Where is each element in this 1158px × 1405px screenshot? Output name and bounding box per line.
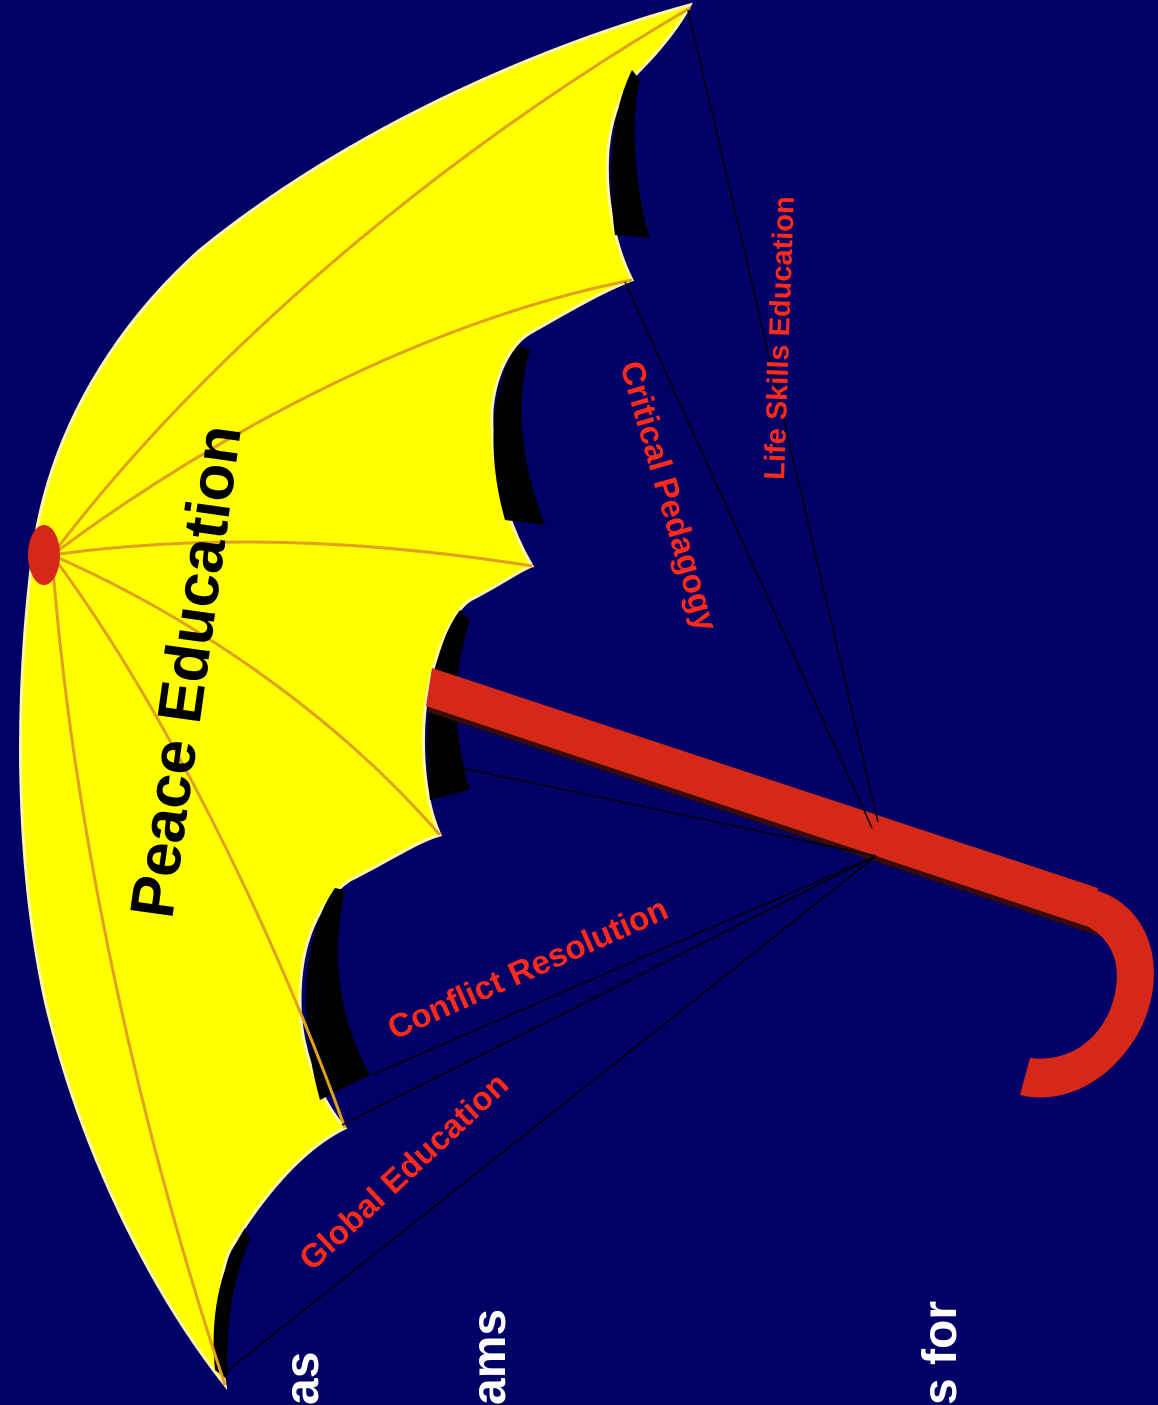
umbrella-tip <box>28 525 60 585</box>
cut-off-text-left: as <box>276 1352 329 1405</box>
cut-off-text-middle: ams <box>463 1309 516 1405</box>
cut-off-text-right: s for <box>914 1301 967 1405</box>
